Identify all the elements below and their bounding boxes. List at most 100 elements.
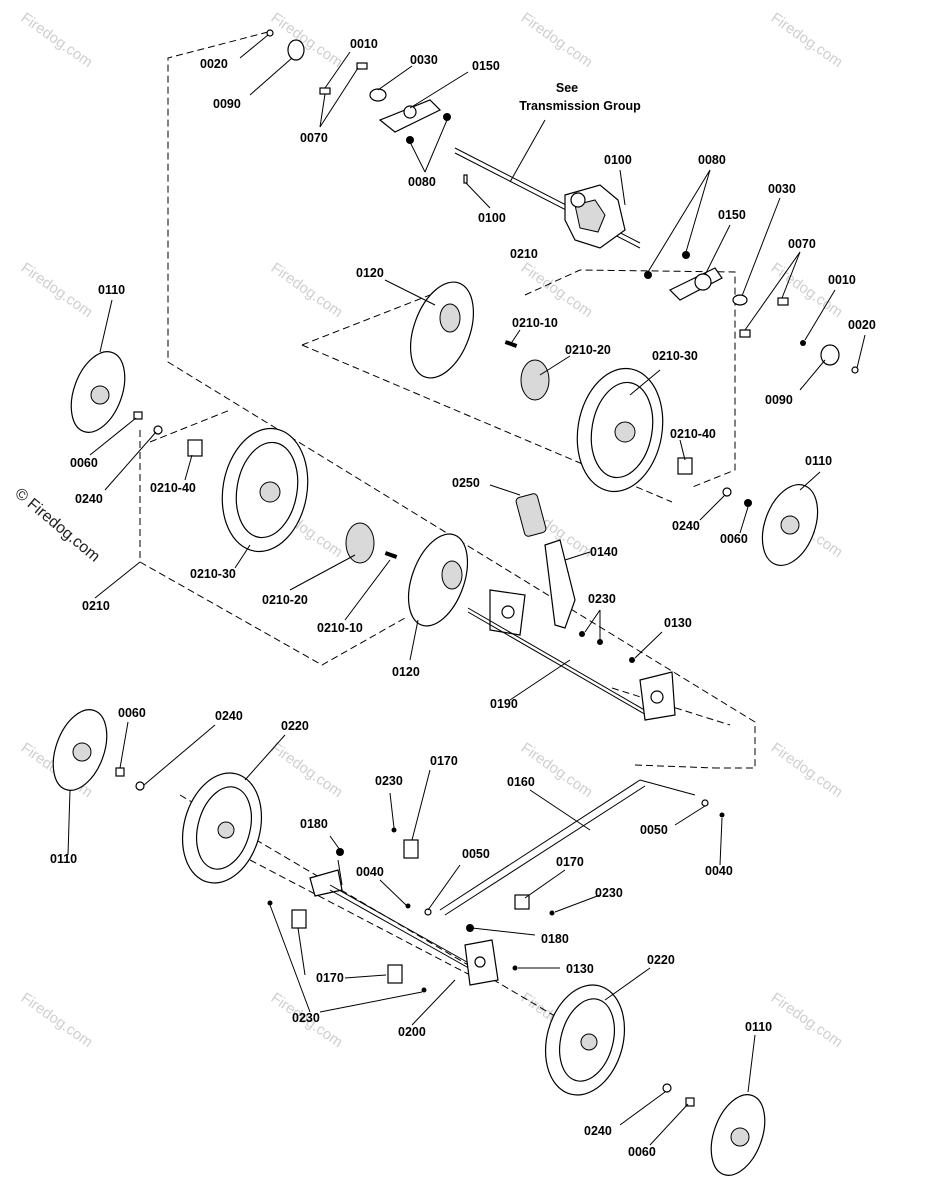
- front-wheel-right-hub: [580, 1033, 598, 1051]
- part-label: 0160: [507, 775, 535, 789]
- screw-0230-f: [421, 987, 427, 993]
- retainer-right: [851, 366, 859, 374]
- gear-cover-top: [410, 281, 474, 379]
- part-label: 0210: [510, 247, 538, 261]
- retainer-left: [266, 29, 274, 37]
- screw-0230-a: [579, 631, 585, 637]
- front-right-bracket-hole: [474, 956, 486, 968]
- part-label: 0240: [75, 492, 103, 506]
- part-label: 0210-30: [190, 567, 236, 581]
- height-adjuster: [467, 493, 676, 721]
- spring-0180-b: [466, 924, 474, 932]
- part-label: 0180: [300, 817, 328, 831]
- bracket-pivot-right: [694, 273, 712, 291]
- bolt-left-a: [319, 87, 331, 95]
- part-label: 0230: [292, 1011, 320, 1025]
- leader-lines: [67, 34, 866, 1146]
- washer-0240-right: [722, 487, 732, 497]
- gear-cover-top-hub: [439, 303, 461, 333]
- part-label: 0060: [720, 532, 748, 546]
- nut-0060-front-left: [115, 767, 125, 777]
- part-label: 0100: [604, 153, 632, 167]
- watermark: Firedog.com: [18, 9, 96, 71]
- part-label: 0230: [595, 886, 623, 900]
- part-label: 0220: [647, 953, 675, 967]
- part-label: 0210: [82, 599, 110, 613]
- part-label: 0100: [478, 211, 506, 225]
- bolt-right-a: [777, 297, 789, 306]
- part-label: 0210-10: [512, 316, 558, 330]
- part-label: 0210-20: [262, 593, 308, 607]
- part-label: 0200: [398, 1025, 426, 1039]
- part-label: 0140: [590, 545, 618, 559]
- hubcap-rear-right-center: [780, 515, 800, 535]
- watermark: Firedog.com: [768, 259, 846, 321]
- part-label: 0150: [472, 59, 500, 73]
- washer-0240-front-left: [135, 781, 145, 791]
- bushing-left: [369, 88, 387, 102]
- screw-0230-e: [267, 900, 273, 906]
- hubcap-front-left-center: [72, 742, 92, 762]
- handle-rod-end: [639, 779, 696, 796]
- part-label: 0090: [213, 97, 241, 111]
- part-label: 0010: [350, 37, 378, 51]
- gear-cover-left-hub: [441, 560, 463, 590]
- part-label: 0210-40: [670, 427, 716, 441]
- part-label: 0050: [640, 823, 668, 837]
- bolt-left-b: [356, 62, 368, 70]
- part-label: 0040: [705, 864, 733, 878]
- watermark: Firedog.com: [518, 9, 596, 71]
- handle-rod-edge: [444, 785, 646, 916]
- part-label: 0030: [768, 182, 796, 196]
- front-left-bracket: [309, 869, 343, 897]
- front-axle-rod: [329, 884, 491, 976]
- rear-left-wheel-group: [70, 351, 469, 627]
- nut-right-a: [644, 271, 652, 279]
- bracket-pivot-left: [403, 105, 417, 119]
- washer-0050-b: [701, 799, 709, 807]
- rear-right-bracket-hole: [650, 690, 664, 704]
- watermark: Firedog.com: [518, 739, 596, 801]
- front-axle-post: [337, 859, 343, 886]
- watermark: Firedog.com: [18, 989, 96, 1051]
- part-label: 0110: [50, 852, 77, 866]
- bolt-right-b: [739, 329, 751, 338]
- note-line-1: See: [556, 81, 578, 95]
- watermark: Firedog.com: [268, 739, 346, 801]
- part-label: 0210-20: [565, 343, 611, 357]
- part-label: 0070: [300, 131, 328, 145]
- part-label: 0250: [452, 476, 480, 490]
- part-labels: 0020 0010 0030 0150 0090 0070 0080 0100 …: [50, 37, 876, 1159]
- part-label: 0010: [828, 273, 856, 287]
- pinion-gear-left: [287, 39, 305, 61]
- watermark: Firedog.com: [768, 9, 846, 71]
- part-label: 0080: [408, 175, 436, 189]
- part-label: 0120: [356, 266, 384, 280]
- nut-0040-a: [405, 903, 411, 909]
- front-assembly: [52, 709, 766, 1176]
- adjuster-grip: [515, 493, 547, 537]
- part-label: 0210-30: [652, 349, 698, 363]
- clip-0170-d: [387, 964, 403, 984]
- watermark: Firedog.com: [518, 259, 596, 321]
- part-label: 0110: [805, 454, 832, 468]
- nut-0060-right: [744, 499, 752, 507]
- nut-right-b: [682, 251, 690, 259]
- part-label: 0190: [490, 697, 518, 711]
- part-label: 0080: [698, 153, 726, 167]
- watermark: Firedog.com: [268, 9, 346, 71]
- nut-0040-b: [719, 812, 725, 818]
- transmission-gear: [570, 192, 586, 208]
- key-pin: [463, 174, 468, 184]
- front-axle-rod-edge: [329, 889, 491, 981]
- adjuster-bracket-hole: [501, 605, 515, 619]
- washer-0050-a: [424, 908, 432, 916]
- screw-0130-b: [512, 965, 518, 971]
- watermark: Firedog.com: [768, 739, 846, 801]
- rear-axle-rod-edge: [467, 611, 649, 717]
- part-label: 0150: [718, 208, 746, 222]
- nut-left-b: [443, 113, 451, 121]
- part-label: 0060: [628, 1145, 656, 1159]
- part-label: 0210-10: [317, 621, 363, 635]
